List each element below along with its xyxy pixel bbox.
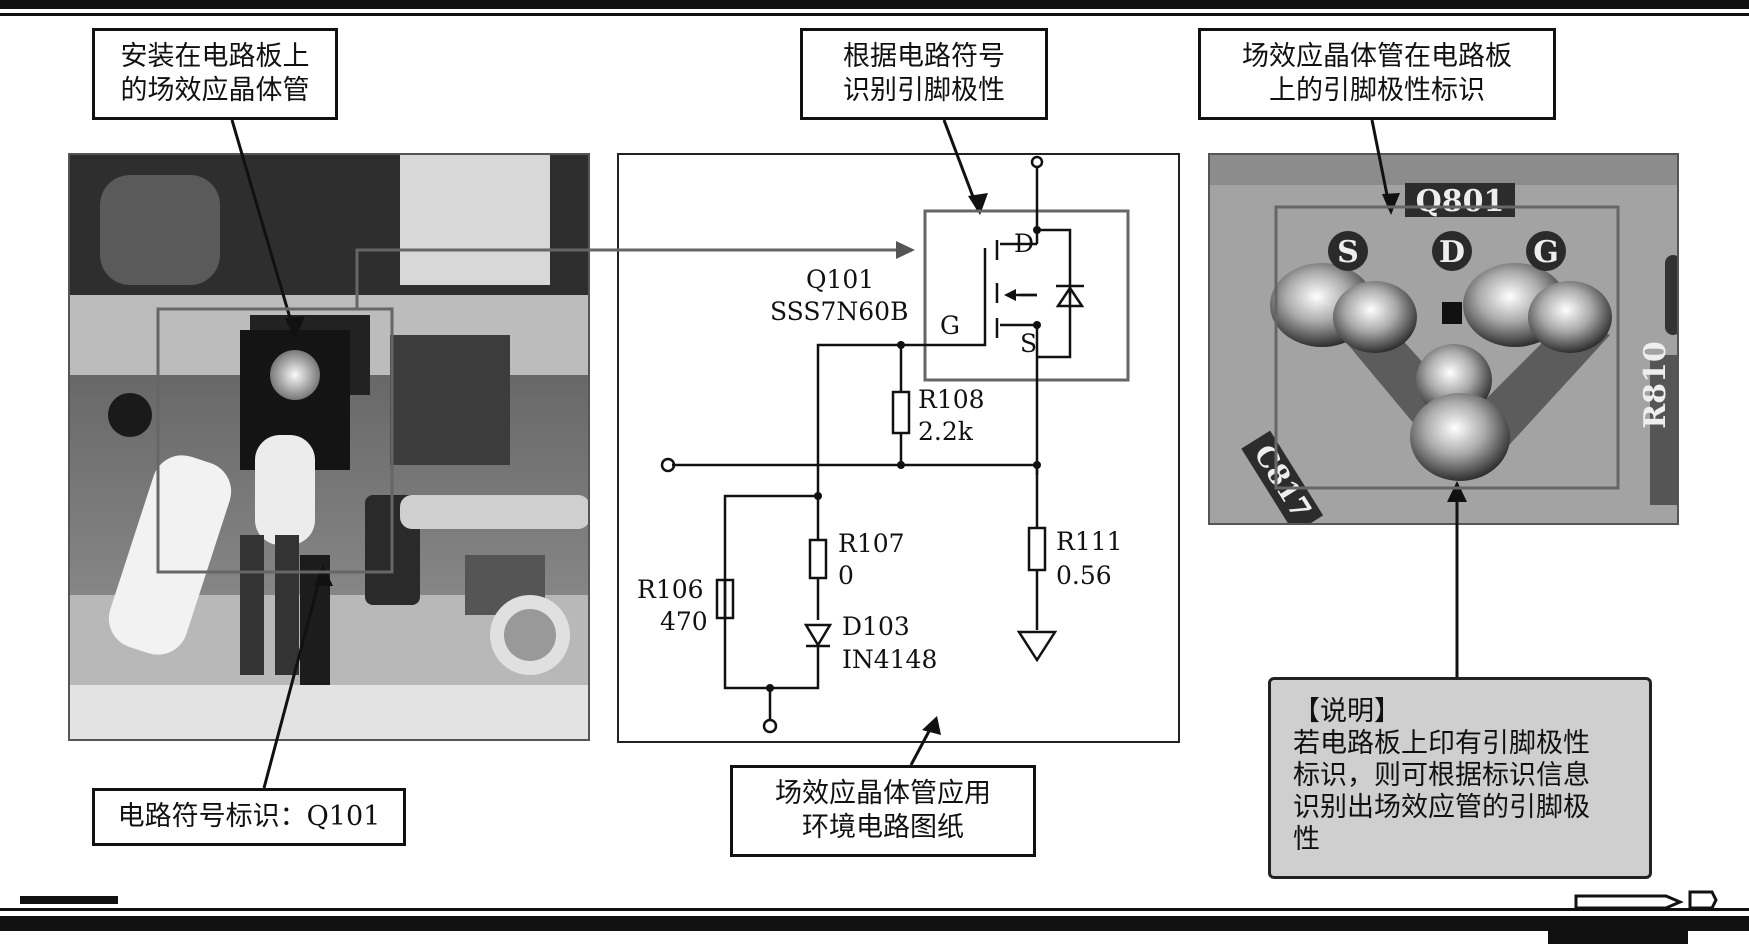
r108-value: 2.2k [918, 417, 974, 446]
pin-d-label: D [1014, 229, 1034, 258]
pcb-part-label: Q801 [1416, 184, 1505, 219]
d103-ref: D103 [842, 612, 910, 641]
r108-ref: R108 [918, 385, 985, 414]
explanation-note: 【说明】 若电路板上印有引脚极性 标识，则可根据标识信息 识别出场效应管的引脚极… [1268, 677, 1652, 879]
connector-line [355, 248, 900, 309]
q101-ref: Q101 [806, 265, 874, 294]
arrowhead [1382, 193, 1400, 215]
note-line: 标识，则可根据标识信息 [1293, 760, 1590, 791]
top-rule-thick [0, 0, 1749, 9]
arrowhead [285, 316, 305, 340]
callout-line: 环境电路图纸 [802, 812, 964, 843]
pin-s-label: S [1020, 329, 1037, 358]
arrowhead [314, 565, 333, 586]
callout-line: 根据电路符号 [843, 41, 1005, 72]
schematic-highlight-frame [923, 209, 1130, 382]
footer-rule-thick [0, 916, 1749, 931]
photo-highlight-frame [156, 307, 394, 574]
arrowhead [922, 716, 941, 735]
callout-symbol-label: 电路符号标识：Q101 [92, 788, 406, 846]
note-line: 性 [1293, 824, 1320, 855]
pcb-res-label: R810 [1638, 341, 1673, 429]
leader-identify-symbol [942, 119, 980, 211]
r107-value: 0 [838, 561, 854, 590]
top-rule-thin [0, 13, 1749, 16]
body-diode [1055, 285, 1085, 308]
pcb-pin-s-label: S [1337, 235, 1359, 270]
r106-ref: R106 [637, 575, 704, 604]
board-photo-illustration [70, 155, 588, 739]
callout-circuit-drawing: 场效应晶体管应用 环境电路图纸 [730, 765, 1036, 857]
callout-line: 场效应晶体管应用 [775, 778, 991, 809]
resistor-r106 [715, 578, 735, 620]
d103-value: IN4148 [842, 645, 937, 674]
resistor-r108 [891, 390, 911, 435]
pcb-pad-illustration: Q801 S D G C817 R810 [1210, 155, 1677, 523]
callout-board-marking: 场效应晶体管在电路板 上的引脚极性标识 [1198, 28, 1556, 120]
pcb-highlight-frame [1274, 205, 1620, 490]
diode-d103 [803, 623, 833, 648]
callout-line: 的场效应晶体管 [120, 75, 310, 106]
pencil-icon [1574, 890, 1718, 910]
r106-value: 470 [660, 607, 708, 636]
circuit-board-photo [68, 153, 590, 741]
q101-model: SSS7N60B [770, 297, 908, 326]
footer-corner-block [1548, 931, 1688, 944]
r111-value: 0.56 [1056, 561, 1112, 590]
pcb-pin-d-label: D [1439, 235, 1465, 270]
resistor-r107 [808, 538, 828, 580]
arrowhead [1447, 481, 1467, 502]
resistor-r111 [1027, 526, 1047, 572]
arrowhead [968, 193, 988, 215]
r111-ref: R111 [1056, 527, 1123, 556]
callout-installed-fet: 安装在电路板上 的场效应晶体管 [92, 28, 338, 120]
pcb-pin-g-label: G [1533, 235, 1559, 270]
pin-g-label: G [940, 311, 960, 340]
arrowhead [896, 241, 915, 259]
ground-symbol [1016, 630, 1058, 663]
r107-ref: R107 [838, 529, 905, 558]
callout-line: 识别引脚极性 [843, 75, 1005, 106]
note-line: 若电路板上印有引脚极性 [1293, 728, 1590, 759]
callout-line: 安装在电路板上 [120, 41, 310, 72]
leader-installed [230, 119, 297, 336]
pcb-pad-photo: Q801 S D G C817 R810 [1208, 153, 1679, 525]
callout-line: 场效应晶体管在电路板 [1242, 41, 1512, 72]
footer-accent-bar [20, 896, 118, 904]
callout-line: 上的引脚极性标识 [1269, 75, 1485, 106]
footer-rule-thin [0, 908, 1749, 911]
callout-line: 电路符号标识：Q101 [117, 801, 381, 832]
note-title: 【说明】 [1293, 696, 1401, 727]
note-line: 识别出场效应管的引脚极 [1293, 792, 1590, 823]
callout-identify-by-symbol: 根据电路符号 识别引脚极性 [800, 28, 1048, 120]
leader-symbol-label [262, 569, 324, 789]
